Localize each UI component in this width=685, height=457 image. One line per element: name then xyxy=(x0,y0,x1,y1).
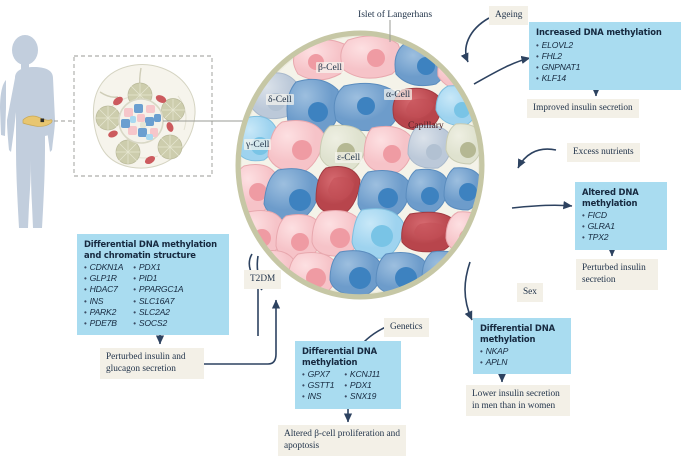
driver-excess-nutrients[interactable]: Excess nutrients xyxy=(567,143,640,162)
gene-item: KLF14 xyxy=(536,73,580,84)
panel-ageing-genes-col1: ELOVL2 FHL2 GNPNAT1 KLF14 xyxy=(536,40,581,85)
outcome-t2dm: Perturbed insulin and glucagon secretion xyxy=(100,348,204,379)
driver-sex[interactable]: Sex xyxy=(517,283,543,302)
panel-nutrients-title: Altered DNA methylation xyxy=(582,187,639,208)
gene-item: GLP1R xyxy=(84,273,123,284)
gene-item: INS xyxy=(84,296,123,307)
gene-item: NKAP xyxy=(480,346,509,357)
outcome-genetics: Altered β-cell proliferation and apoptos… xyxy=(278,425,406,456)
beta-cell-label: β-Cell xyxy=(316,62,345,73)
gene-item: APLN xyxy=(480,357,508,368)
panel-t2dm-genes-col2: PDX1 PID1 PPARGC1A SLC16A7 SLC2A2 SOCS2 xyxy=(133,262,184,329)
epsilon-cell-label: ε-Cell xyxy=(335,152,363,163)
arrow-ageing-out xyxy=(460,17,490,63)
gene-item: PID1 xyxy=(133,273,183,284)
panel-ageing-title: Increased DNA methylation xyxy=(536,27,662,37)
panel-genetics-title: Differential DNA methylation xyxy=(302,346,377,367)
capillary-label: Capillary xyxy=(408,120,444,131)
delta-cell-label: δ-Cell xyxy=(266,94,294,105)
human-body-icon xyxy=(0,35,55,228)
gene-item: SOCS2 xyxy=(133,318,183,329)
gene-item: CDKN1A xyxy=(84,262,124,273)
gene-item: PPARGC1A xyxy=(133,284,184,295)
gene-item: GSTT1 xyxy=(302,380,335,391)
arrow-nutrients-out xyxy=(517,148,557,169)
gene-item: HDAC7 xyxy=(84,284,123,295)
islet-label: Islet of Langerhans xyxy=(358,9,433,20)
gene-item: FICD xyxy=(582,210,615,221)
panel-t2dm[interactable]: Differential DNA methylation and chromat… xyxy=(77,234,229,336)
panel-genetics[interactable]: Differential DNA methylation GPX7 GSTT1 … xyxy=(295,341,401,409)
arrow-to-ageing-panel xyxy=(473,55,531,85)
gene-item: SLC2A2 xyxy=(133,307,183,318)
islet-cells xyxy=(240,35,480,295)
panel-sex[interactable]: Differential DNA methylation NKAP APLN xyxy=(473,318,571,375)
inset-frame xyxy=(73,55,213,177)
panel-ageing[interactable]: Increased DNA methylation ELOVL2 FHL2 GN… xyxy=(529,22,681,91)
panel-t2dm-title: Differential DNA methylation and chromat… xyxy=(84,239,217,260)
pancreas-icon xyxy=(22,115,53,127)
gene-item: FHL2 xyxy=(536,51,580,62)
arrow-to-nutrients-panel xyxy=(511,201,573,210)
panel-sex-genes-col1: NKAP APLN xyxy=(480,346,509,368)
gene-item: GNPNAT1 xyxy=(536,62,581,73)
gene-item: SNX19 xyxy=(344,391,380,402)
gene-item: INS xyxy=(302,391,334,402)
gene-item: PDX1 xyxy=(344,380,380,391)
outcome-sex: Lower insulin secretion in men than in w… xyxy=(466,385,570,416)
gene-item: TPX2 xyxy=(582,232,615,243)
panel-nutrients[interactable]: Altered DNA methylation FICD GLRA1 TPX2 xyxy=(575,182,667,250)
arrow-to-sex-panel xyxy=(464,261,473,321)
gamma-cell-label: γ-Cell xyxy=(244,139,272,150)
gene-item: PDX1 xyxy=(133,262,183,273)
driver-genetics[interactable]: Genetics xyxy=(384,318,429,337)
gene-item: ELOVL2 xyxy=(536,40,580,51)
alpha-cell-label: α-Cell xyxy=(384,89,413,100)
gene-item: PDE7B xyxy=(84,318,123,329)
panel-genetics-genes-col1: GPX7 GSTT1 INS xyxy=(302,369,335,403)
outcome-ageing: Improved insulin secretion xyxy=(527,99,639,118)
gene-item: GPX7 xyxy=(302,369,334,380)
pancreas-tissue-icon xyxy=(93,64,196,169)
panel-t2dm-genes-col1: CDKN1A GLP1R HDAC7 INS PARK2 PDE7B xyxy=(84,262,124,329)
gene-item: KCNJ11 xyxy=(344,369,380,380)
driver-ageing[interactable]: Ageing xyxy=(489,6,529,25)
panel-sex-title: Differential DNA methylation xyxy=(480,323,555,344)
islet-capsule xyxy=(235,30,485,300)
gene-item: GLRA1 xyxy=(582,221,615,232)
panel-genetics-genes-col2: KCNJ11 PDX1 SNX19 xyxy=(344,369,380,403)
panel-nutrients-genes-col1: FICD GLRA1 TPX2 xyxy=(582,210,615,244)
gene-item: SLC16A7 xyxy=(133,296,183,307)
gene-item: PARK2 xyxy=(84,307,123,318)
islet-icon xyxy=(121,104,161,140)
outcome-nutrients: Perturbed insulin secretion xyxy=(576,259,658,290)
driver-t2dm[interactable]: T2DM xyxy=(244,270,282,289)
